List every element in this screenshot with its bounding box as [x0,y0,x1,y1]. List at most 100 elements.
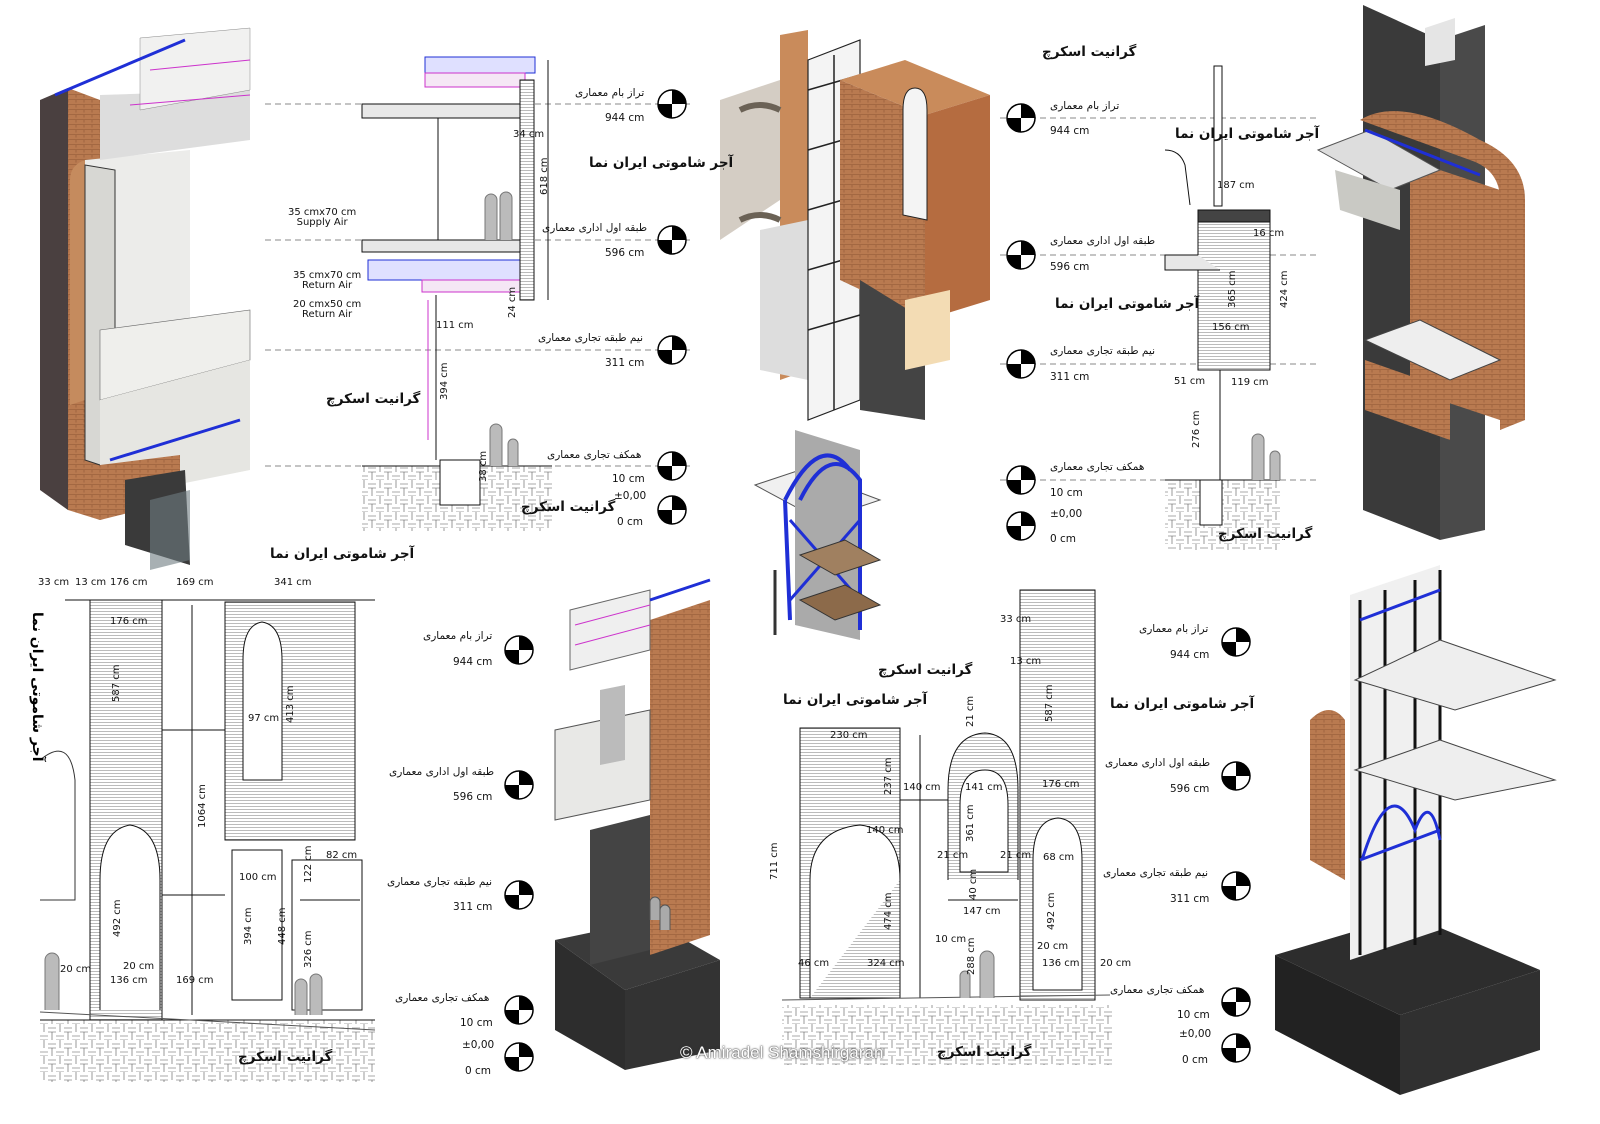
marker [504,1042,534,1072]
dim: 13 cm [1010,656,1042,667]
dim: 119 cm [1231,377,1269,388]
level-mezz-label-3: نیم طبقه تجاری معماری [387,876,492,888]
material-brick-vertical: آجر شاموتی ایران نما [29,612,45,762]
material-brick-label-4: آجر شاموتی ایران نما [270,546,415,562]
level-roof-value-3: 944 cm [453,656,493,668]
marker [1006,511,1036,541]
marker [504,880,534,910]
material-granite-label-3: گرانیت اسکرچ [1042,44,1137,60]
material-granite-label-7: گرانیت اسکرچ [937,1044,1032,1060]
marker [1006,465,1036,495]
dim: 20 cm [1037,941,1069,952]
dim: 21 cm [1000,850,1032,861]
level-roof-value-2: 944 cm [1050,125,1090,137]
dim: 711 cm [769,842,780,880]
iso-view-3 [1316,5,1525,540]
material-brick-label-2: آجر شاموتی ایران نما [1175,126,1320,142]
iso-view-4 [554,578,720,1070]
level-mezz-value: 311 cm [605,357,645,369]
dim: 141 cm [965,782,1003,793]
iso-view-5 [1275,565,1557,1095]
marker [1221,871,1251,901]
material-brick-label-5: آجر شاموتی ایران نما [783,692,928,708]
marker [1006,103,1036,133]
dim: 38 cm [478,450,489,482]
dim: 413 cm [285,685,296,723]
dim: 492 cm [1046,892,1057,930]
dim: 122 cm [303,845,314,883]
level-zero-a-2: ±0,00 [1050,508,1083,520]
marker [657,225,687,255]
marker [1006,240,1036,270]
level-zero-b-4: 0 cm [1182,1054,1209,1066]
section-view-2 [1000,65,1320,550]
dim: 13 cm [75,577,107,588]
level-zero-a-4: ±0,00 [1179,1028,1212,1040]
material-granite-label: گرانیت اسکرچ [326,391,421,407]
level-mezz-value-4: 311 cm [1170,893,1210,905]
level-mezz-label-2: نیم طبقه تجاری معماری [1050,345,1155,357]
dim: 20 cm [1100,958,1132,969]
level-office-label: طبقه اول اداری معماری [542,222,648,234]
dim: 324 cm [867,958,905,969]
level-mezz-value-3: 311 cm [453,901,493,913]
dim: 176 cm [110,577,148,588]
level-office-label-4: طبقه اول اداری معماری [1105,757,1211,769]
dim: 492 cm [112,899,123,937]
dim: 82 cm [326,850,358,861]
dim: 33 cm [38,577,70,588]
dim: 365 cm [1227,270,1238,308]
level-mezz-label: نیم طبقه تجاری معماری [538,332,643,344]
dim: 288 cm [966,937,977,975]
dim: 230 cm [830,730,868,741]
dim: 147 cm [963,906,1001,917]
marker [1221,987,1251,1017]
dim: 140 cm [866,825,904,836]
marker [657,335,687,365]
dim: 176 cm [110,616,148,627]
level-mezz-value-2: 311 cm [1050,371,1090,383]
level-office-value-3: 596 cm [453,791,493,803]
level-ground-value: 10 cm [612,473,645,485]
level-ground-label-3: همکف تجاری معماری [395,992,490,1004]
material-brick-label-3: آجر شاموتی ایران نما [1055,296,1200,312]
level-ground-label: همکف تجاری معماری [547,449,642,461]
material-granite-label-2: گرانیت اسکرچ [521,499,616,515]
material-granite-label-4: گرانیت اسکرچ [1218,526,1313,542]
level-zero-a-3: ±0,00 [462,1039,495,1051]
dim: 40 cm [968,868,979,900]
dim: 1064 cm [197,784,208,828]
dim: 100 cm [239,872,277,883]
level-markers [504,89,1251,1072]
level-mezz-label-4: نیم طبقه تجاری معماری [1103,867,1208,879]
marker [504,995,534,1025]
dim: 21 cm [965,695,976,727]
level-roof-label: تراز بام معماری [575,87,645,99]
dim: 51 cm [1174,376,1206,387]
level-roof-value-4: 944 cm [1170,649,1210,661]
dim: 237 cm [883,757,894,795]
material-granite-label-5: گرانیت اسکرچ [238,1049,333,1065]
dim: 169 cm [176,975,214,986]
level-zero-b-2: 0 cm [1050,533,1077,545]
level-office-value-2: 596 cm [1050,261,1090,273]
dim: 361 cm [965,804,976,842]
dim: 111 cm [436,320,474,331]
marker [1221,1033,1251,1063]
dim: 16 cm [1253,228,1285,239]
dim: 34 cm [513,129,545,140]
level-office-value: 596 cm [605,247,645,259]
level-roof-value: 944 cm [605,112,645,124]
marker [657,89,687,119]
marker [1221,761,1251,791]
level-roof-label-2: تراز بام معماری [1050,100,1120,112]
dim: 68 cm [1043,852,1075,863]
dim: 424 cm [1279,270,1290,308]
marker [1006,349,1036,379]
level-zero-b-3: 0 cm [465,1065,492,1077]
marker [504,770,534,800]
